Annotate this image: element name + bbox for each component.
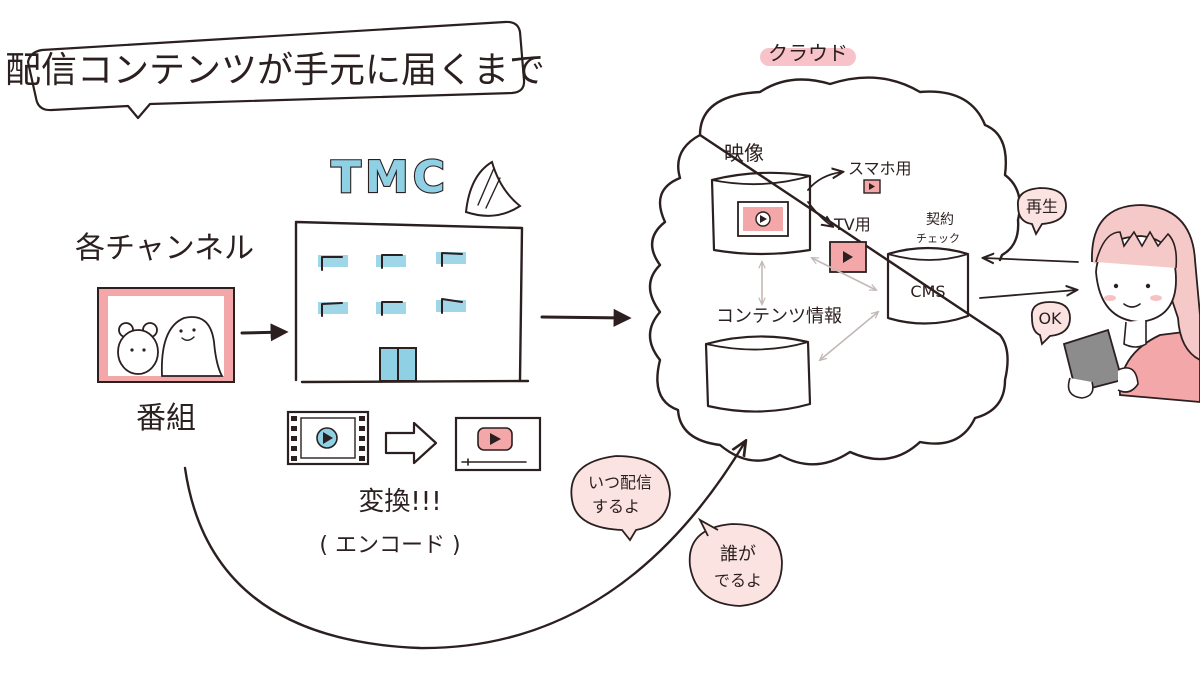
channels-label: 各チャンネル [75, 231, 254, 266]
arrow-to-smartphone [807, 172, 842, 191]
title-banner: 配信コンテンツが手元に届くまで [5, 20, 545, 120]
svg-text:するよ: するよ [592, 497, 640, 516]
play-bubble: 再生 [1017, 187, 1067, 237]
cloud-label: クラウド [760, 41, 856, 66]
when-bubble: いつ配信 するよ [570, 455, 671, 542]
arrow-to-tv [807, 201, 832, 226]
program-thumbnail [97, 287, 235, 383]
arrow-program-to-building [240, 323, 289, 342]
cms-cylinder [886, 246, 970, 325]
satellite-dish-icon [464, 160, 522, 217]
tmc-logo: TMC [331, 152, 449, 203]
who-bubble: 誰が でるよ [688, 517, 783, 607]
content-info-cylinder [704, 335, 812, 413]
ghost-character-icon [160, 316, 224, 377]
contract-label-line2: チェック [916, 232, 960, 245]
ok-bubble: OK [1030, 301, 1071, 346]
svg-text:誰が: 誰が [720, 544, 756, 565]
video-storage-cylinder [710, 171, 812, 256]
svg-text:OK: OK [1038, 309, 1062, 328]
arrow-program-to-cloud-curve [183, 442, 745, 650]
film-strip-icon [286, 410, 370, 466]
video-storage-label: 映像 [724, 141, 764, 165]
arrow-user-to-cms [984, 258, 1079, 262]
content-info-label: コンテンツ情報 [716, 306, 842, 327]
tv-label: TV用 [833, 215, 871, 234]
data-flow-arrows [762, 258, 878, 360]
encode-label: 変換!!! [358, 487, 441, 517]
convert-arrow-icon [384, 421, 438, 465]
encode-sublabel: ( エンコード ) [319, 533, 460, 558]
smartphone-label: スマホ用 [848, 159, 912, 178]
svg-text:でるよ: でるよ [714, 571, 762, 590]
title-text: 配信コンテンツが手元に届くまで [5, 50, 545, 91]
smartphone-video-icon [863, 179, 881, 194]
bear-character-icon [117, 322, 159, 375]
contract-label-line1: 契約 [926, 212, 954, 228]
tmc-building [294, 220, 530, 384]
svg-text:いつ配信: いつ配信 [588, 473, 652, 492]
tablet-icon [1062, 328, 1139, 399]
arrow-building-to-cloud [540, 308, 632, 327]
cms-label: CMS [910, 282, 945, 301]
video-player-icon [454, 416, 542, 472]
svg-text:再生: 再生 [1026, 197, 1058, 216]
program-label: 番組 [136, 401, 196, 436]
arrow-cms-to-user [979, 290, 1076, 299]
user-avatar [1091, 204, 1200, 403]
svg-text:クラウド: クラウド [768, 41, 848, 65]
building-windows [318, 252, 466, 317]
tv-video-icon [829, 241, 867, 273]
